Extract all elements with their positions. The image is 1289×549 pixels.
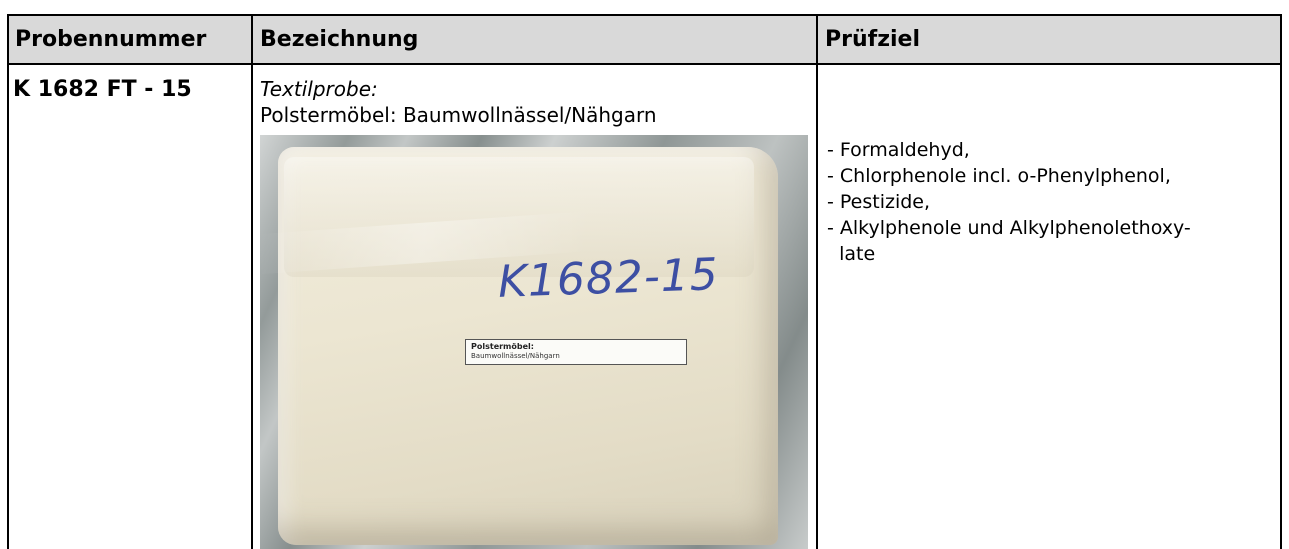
cell-sample-number: K 1682 FT - 15: [7, 65, 252, 549]
test-goal-item: late: [827, 243, 876, 265]
sample-number: K 1682 FT - 15: [13, 77, 192, 102]
test-goal-item: - Formaldehyd,: [827, 139, 970, 161]
table-divider-1: [251, 14, 253, 549]
header-sample-number-label: Probennummer: [15, 27, 207, 52]
photo-sticker-line1: Polstermöbel:: [471, 342, 534, 351]
header-sample-number: Probennummer: [7, 14, 252, 65]
table-divider-2: [816, 14, 818, 549]
sample-table: Probennummer Bezeichnung Prüfziel K 1682…: [7, 14, 1282, 549]
test-goal-item: - Chlorphenole incl. o-Phenylphenol,: [827, 165, 1171, 187]
header-test-goal: Prüfziel: [817, 14, 1282, 65]
table-border-left: [7, 14, 9, 549]
sample-photo: K1682-15 Polstermöbel: Baumwollnässel/Nä…: [260, 135, 808, 549]
photo-handwritten-label: K1682-15: [497, 249, 720, 308]
photo-sticker-line2: Baumwollnässel/Nähgarn: [471, 352, 560, 360]
cell-test-goal: - Formaldehyd, - Chlorphenole incl. o-Ph…: [817, 65, 1282, 549]
test-goal-item: - Alkylphenole und Alkylphenolethoxy-: [827, 217, 1191, 239]
test-goal-item: - Pestizide,: [827, 191, 931, 213]
header-test-goal-label: Prüfziel: [825, 27, 921, 52]
cell-designation: Textilprobe: Polstermöbel: Baumwollnässe…: [252, 65, 817, 549]
table-border-right: [1280, 14, 1282, 549]
photo-sticker: Polstermöbel: Baumwollnässel/Nähgarn: [465, 339, 687, 365]
sample-type-label: Textilprobe:: [260, 77, 378, 101]
sample-description: Polstermöbel: Baumwollnässel/Nähgarn: [260, 103, 657, 127]
header-designation: Bezeichnung: [252, 14, 817, 65]
test-goal-list: - Formaldehyd, - Chlorphenole incl. o-Ph…: [827, 137, 1191, 267]
photo-fabric-fold: [284, 157, 754, 277]
header-designation-label: Bezeichnung: [260, 27, 419, 52]
